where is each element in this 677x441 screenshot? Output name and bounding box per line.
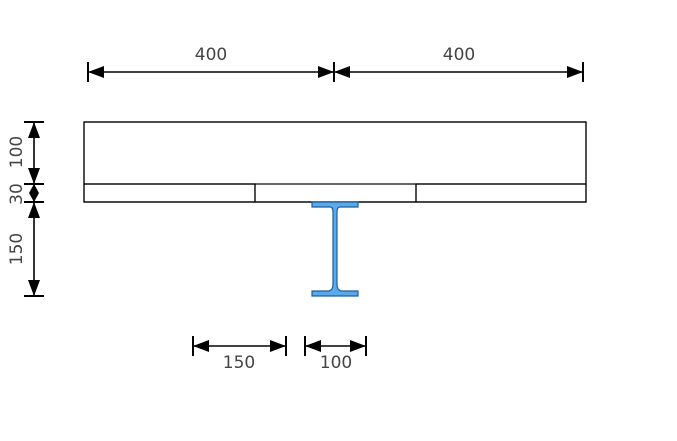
left-dim-label-30: 30: [7, 183, 27, 205]
slab-top-block: [83, 121, 587, 185]
bottom-dim-arrow-2a: [305, 340, 321, 352]
left-dim-label-100: 100: [7, 136, 27, 168]
slab-bottom-left: [83, 184, 256, 203]
left-dim-arrow-3a: [28, 202, 40, 218]
top-dim-label-1: 400: [195, 45, 227, 65]
left-dim-arrow-2b: [29, 193, 39, 202]
left-dim-arrow-1a: [28, 122, 40, 138]
left-dim-arrow-1b: [28, 168, 40, 184]
concrete-slab-outline: [83, 121, 587, 203]
bottom-dim-arrow-1b: [270, 340, 286, 352]
bottom-dim-label-2: 100: [320, 353, 352, 373]
i-beam-section: [311, 201, 359, 297]
top-dim-arrow-1a: [88, 66, 104, 78]
left-dim-label-150: 150: [7, 233, 27, 265]
left-dim-arrow-2a: [29, 184, 39, 193]
top-dim-arrow-2a: [334, 66, 350, 78]
top-dim-arrow-1b: [318, 66, 334, 78]
bottom-dim-label-1: 150: [223, 353, 255, 373]
left-dim-arrow-3b: [28, 280, 40, 296]
slab-bottom-right: [415, 184, 587, 203]
bottom-dim-arrow-1a: [193, 340, 209, 352]
top-dim-arrow-2b: [567, 66, 583, 78]
bottom-dim-arrow-2b: [350, 340, 366, 352]
top-dim-label-2: 400: [443, 45, 475, 65]
